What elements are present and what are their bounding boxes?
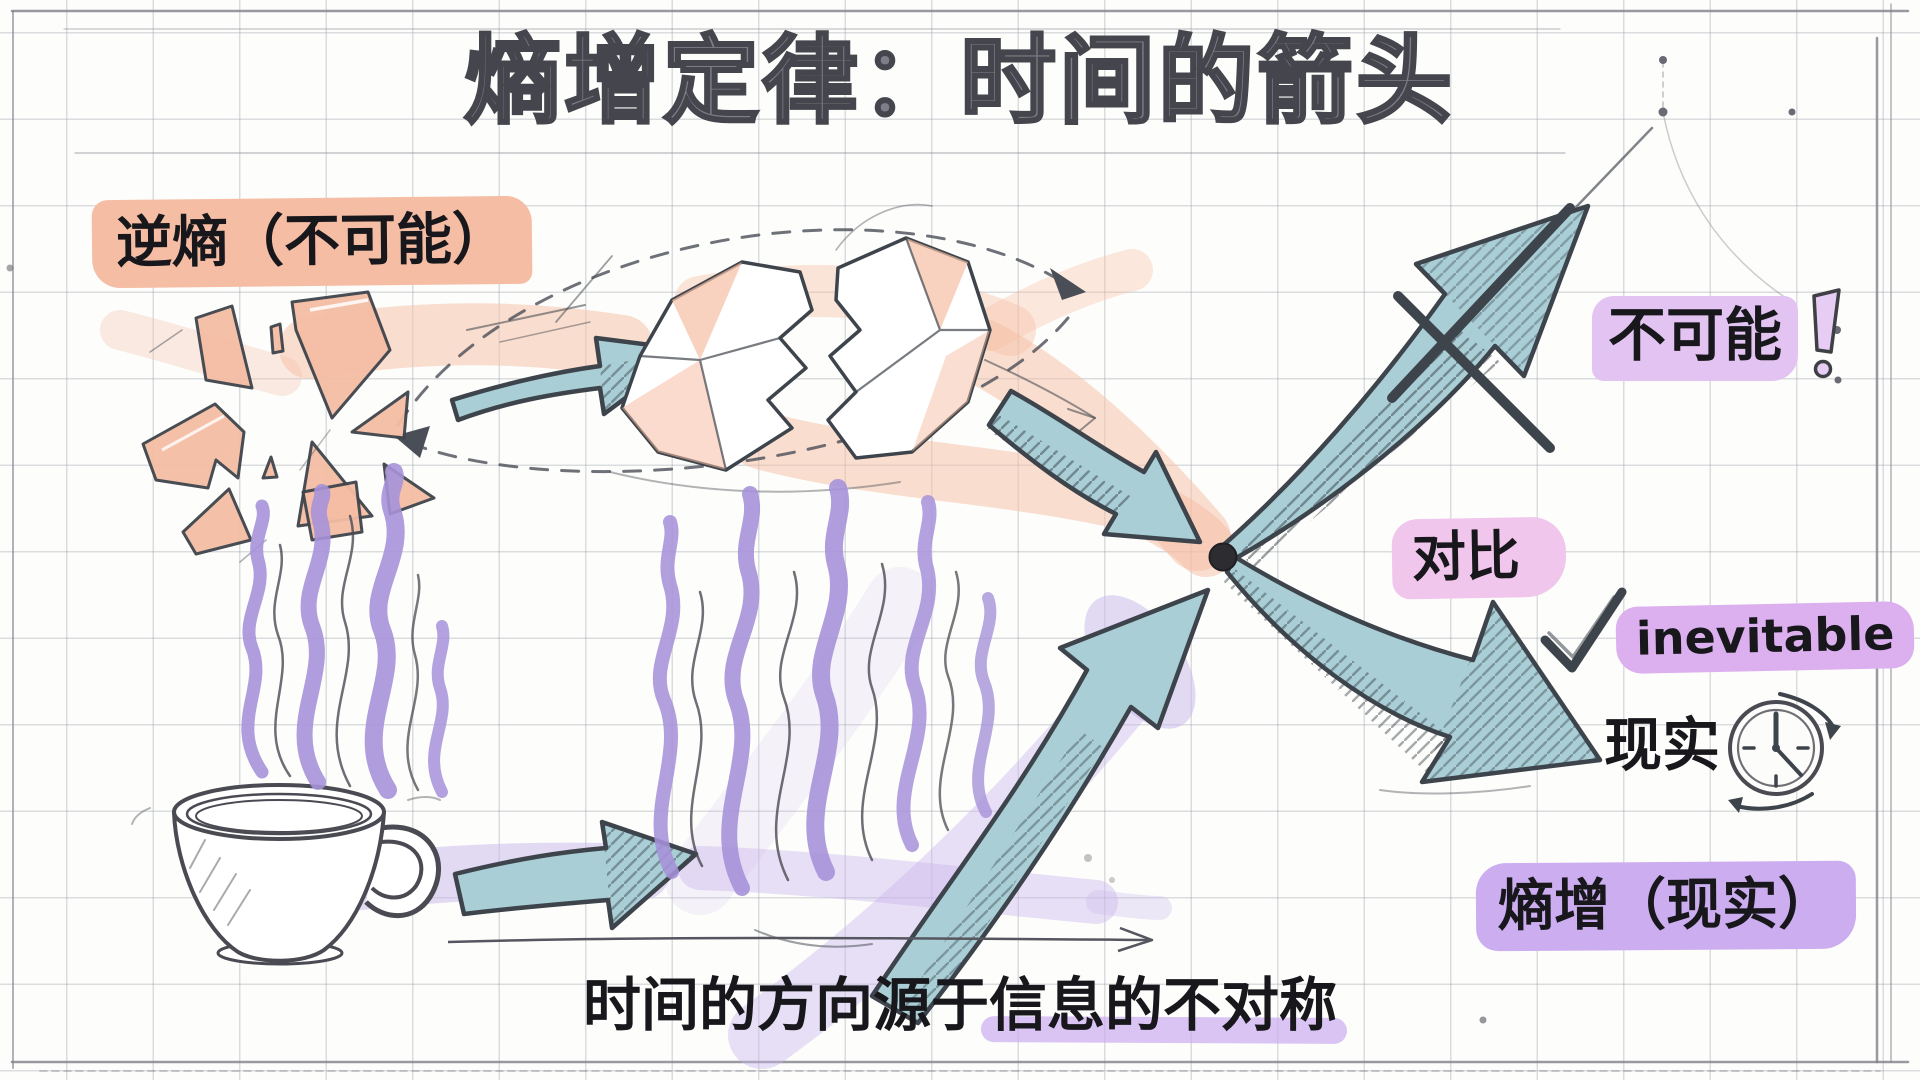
label-reality: 现实 <box>1604 711 1721 779</box>
label-inevitable: inevitable <box>1615 600 1916 675</box>
caption: 时间的方向源于信息的不对称 <box>583 972 1337 1039</box>
label-entropy-increase: 熵增（现实） <box>1475 860 1857 952</box>
cracked-stone <box>555 203 992 493</box>
arrow-to-center-top <box>985 388 1203 545</box>
caption-prefix: 时间的方向源于 <box>582 971 989 1039</box>
page-title: 熵增定律：时间的箭头 <box>464 24 1455 138</box>
steam-wisps-left <box>241 463 450 799</box>
exclamation-icon <box>1812 288 1841 379</box>
timeline-arrow <box>447 926 1154 953</box>
arrow-inevitable-down <box>1224 554 1603 795</box>
convergence-dot <box>1208 542 1238 572</box>
shattered-shards <box>141 290 436 563</box>
clock-icon <box>1728 692 1841 813</box>
label-contrast: 对比 <box>1391 516 1567 600</box>
caption-highlighted: 信息的不对称 <box>989 971 1338 1039</box>
bottom-arrow <box>452 819 1115 948</box>
steam-wisps-middle <box>652 479 997 896</box>
arrow-to-center-bottom <box>869 587 1211 1026</box>
check-icon <box>1540 587 1627 673</box>
label-impossible: 不可能 <box>1592 296 1799 381</box>
frame-lines <box>10 3 1910 1072</box>
coffee-cup-icon <box>131 783 442 966</box>
x-cross-icon <box>1387 203 1575 453</box>
label-reverse-entropy: 逆熵（不可能） <box>91 195 533 289</box>
